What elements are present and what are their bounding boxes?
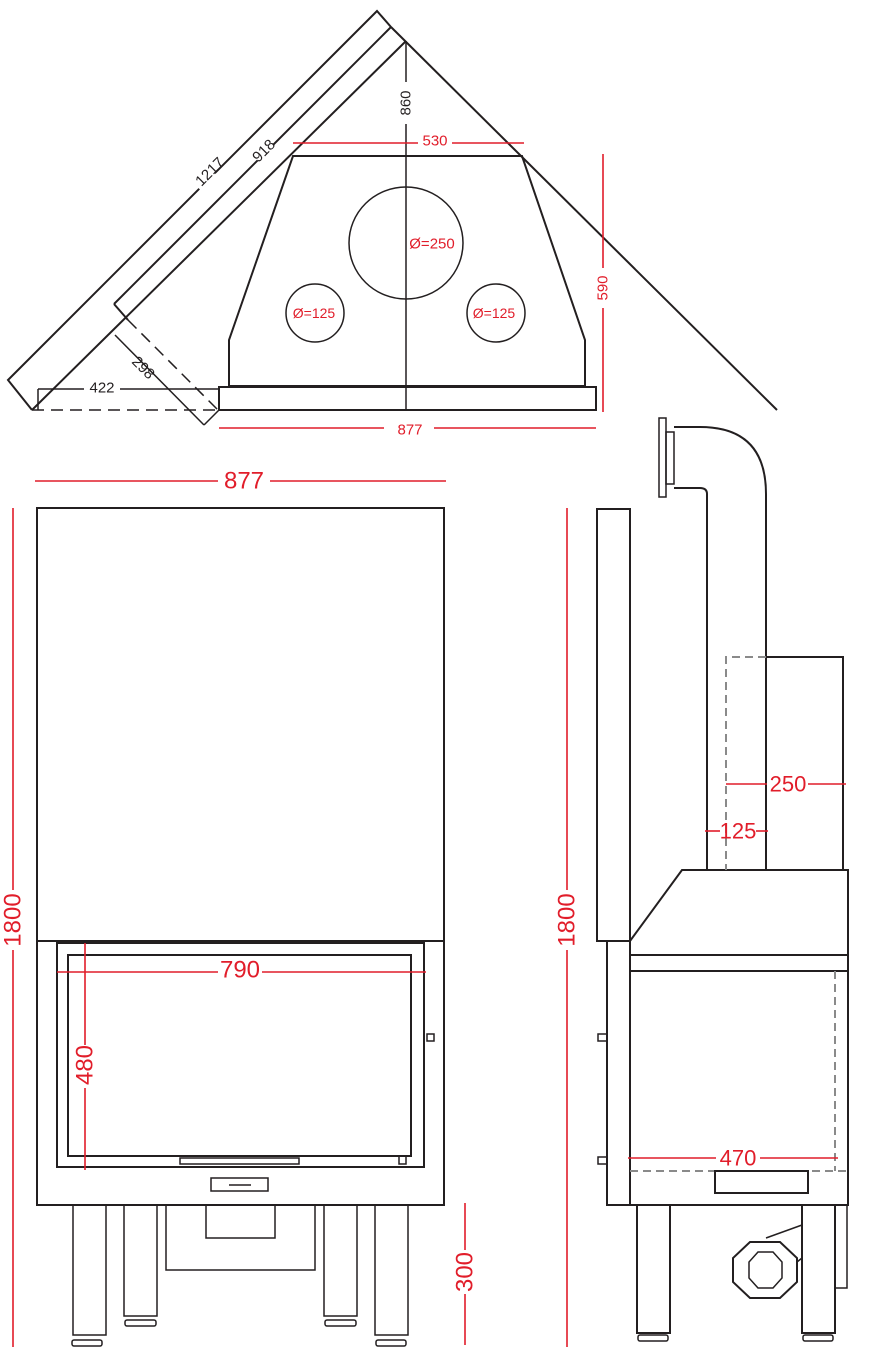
flue-pipe xyxy=(658,417,767,870)
dim-250: 250 xyxy=(726,772,846,797)
legs xyxy=(71,1204,409,1347)
dim-530: 530 xyxy=(293,133,524,150)
front-width-label: 877 xyxy=(224,468,264,495)
front-cladding xyxy=(36,507,445,1206)
side-view: 1800 250 125 470 xyxy=(554,417,849,1347)
dim-1800-side: 1800 xyxy=(554,508,581,1347)
dim-877-label: 877 xyxy=(397,422,422,439)
dim-530-label: 530 xyxy=(422,133,447,150)
door-hinge xyxy=(398,1155,407,1165)
dim-877-top: 877 xyxy=(219,422,596,439)
dim-790: 790 xyxy=(57,957,426,984)
dim-590-label: 590 xyxy=(595,275,612,300)
side-cladding-panel xyxy=(596,508,631,942)
flue-outer-label: 250 xyxy=(770,772,807,797)
flue-right-label: Ø=125 xyxy=(473,305,516,321)
depth-label: 470 xyxy=(720,1146,757,1171)
firebox-base xyxy=(218,386,597,411)
door-glass xyxy=(67,954,412,1157)
flue-main-label: Ø=250 xyxy=(409,236,454,253)
glass-height-label: 480 xyxy=(72,1045,99,1085)
firebox-hood-outline xyxy=(228,155,586,387)
flue-left-label: Ø=125 xyxy=(293,305,336,321)
ash-drawer xyxy=(714,1170,809,1194)
top-view: 1217 918 298 422 860 Ø=250 Ø=125 Ø=125 5… xyxy=(6,9,778,439)
dim-125: 125 xyxy=(705,819,768,844)
door-latch xyxy=(426,1033,435,1042)
glass-width-label: 790 xyxy=(220,957,260,984)
flue-outlet-right xyxy=(466,283,526,343)
convection-box xyxy=(766,656,844,870)
dim-298-label: 298 xyxy=(128,353,158,383)
side-height-label: 1800 xyxy=(554,893,581,946)
leg-height-label: 300 xyxy=(452,1252,479,1292)
fan-blower xyxy=(732,1224,803,1299)
firebox-body xyxy=(629,869,849,1206)
door-handle-bar xyxy=(179,1157,300,1165)
flue-outlet-left xyxy=(285,283,345,343)
dim-422-label: 422 xyxy=(89,380,114,397)
front-height-label: 1800 xyxy=(0,893,27,946)
front-view: 877 1800 790 480 300 xyxy=(0,468,479,1347)
dim-470: 470 xyxy=(628,1146,838,1171)
dim-877-front: 877 xyxy=(35,468,446,495)
dim-1800-front: 1800 xyxy=(0,508,27,1347)
dim-590: 590 xyxy=(595,154,612,412)
dim-480: 480 xyxy=(72,943,99,1170)
corner-wall-band xyxy=(6,9,778,426)
air-control xyxy=(210,1177,269,1192)
flue-inner-label: 125 xyxy=(720,819,757,844)
door-frame xyxy=(56,942,425,1168)
dim-860-label: 860 xyxy=(398,90,415,115)
side-legs xyxy=(636,1204,848,1342)
dim-300: 300 xyxy=(452,1203,479,1345)
